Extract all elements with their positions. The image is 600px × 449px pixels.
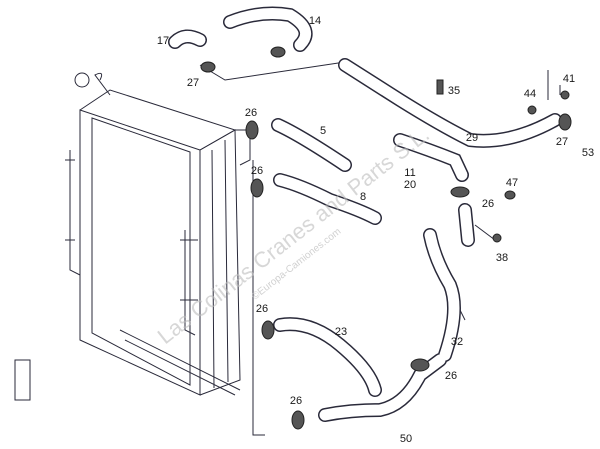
label-11: 11 bbox=[404, 167, 415, 179]
label-41: 41 bbox=[563, 73, 575, 85]
label-14: 14 bbox=[309, 15, 321, 27]
label-23: 23 bbox=[335, 326, 347, 338]
part-labels: 14 17 27 35 41 44 26 5 29 27 53 11 20 26… bbox=[157, 15, 594, 445]
label-53: 53 bbox=[582, 147, 594, 159]
label-26: 26 bbox=[256, 303, 268, 315]
label-27: 27 bbox=[556, 136, 568, 148]
label-26: 26 bbox=[251, 165, 263, 177]
watermark-text: Las Colinas Cranes and Parts S.L. bbox=[153, 121, 434, 348]
label-44: 44 bbox=[524, 88, 536, 100]
label-50: 50 bbox=[400, 433, 412, 445]
label-35: 35 bbox=[448, 85, 460, 97]
label-32: 32 bbox=[451, 336, 463, 348]
label-5: 5 bbox=[320, 125, 326, 137]
hose-clamps bbox=[200, 46, 572, 430]
label-47: 47 bbox=[506, 177, 518, 189]
radiator bbox=[14, 72, 251, 401]
label-26: 26 bbox=[245, 107, 257, 119]
label-17: 17 bbox=[157, 35, 169, 47]
watermark: Las Colinas Cranes and Parts S.L. ©Europ… bbox=[153, 121, 434, 348]
label-8: 8 bbox=[360, 191, 366, 203]
label-29: 29 bbox=[466, 132, 478, 144]
label-26: 26 bbox=[482, 198, 494, 210]
label-38: 38 bbox=[496, 252, 508, 264]
label-20: 20 bbox=[404, 179, 416, 191]
label-27: 27 bbox=[187, 77, 199, 89]
hoses bbox=[168, 6, 562, 422]
label-26: 26 bbox=[290, 395, 302, 407]
label-26: 26 bbox=[445, 370, 457, 382]
